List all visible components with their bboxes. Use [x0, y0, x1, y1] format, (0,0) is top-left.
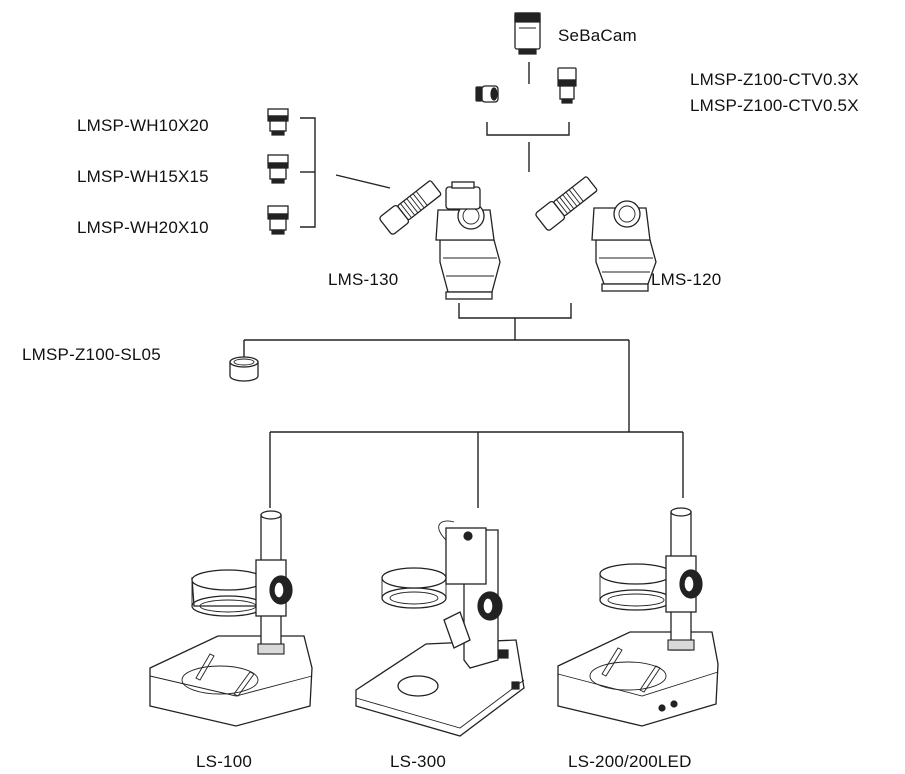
head-label-lms-120: LMS-120 — [651, 270, 722, 289]
stand-label-ls-300: LS-300 — [390, 752, 447, 771]
stand-label-ls-200: LS-200/200LED — [568, 752, 692, 771]
adapter-label-0-3x: LMSP-Z100-CTV0.3X — [690, 70, 859, 89]
adapter-illustrations — [475, 67, 577, 104]
auxiliary-lens-illustration — [229, 356, 259, 382]
ls-100-stand-illustration — [149, 510, 313, 727]
eyepiece-label-wh10x20: LMSP-WH10X20 — [77, 116, 209, 135]
camera-illustration — [514, 12, 541, 55]
ls-300-stand-illustration — [355, 520, 525, 737]
connector-lines — [243, 62, 684, 508]
eyepiece-label-wh20x10: LMSP-WH20X10 — [77, 218, 209, 237]
adapter-label-0-5x: LMSP-Z100-CTV0.5X — [690, 96, 859, 115]
camera-label: SeBaCam — [558, 26, 637, 45]
eyepiece-label-wh15x15: LMSP-WH15X15 — [77, 167, 209, 186]
auxiliary-lens-label: LMSP-Z100-SL05 — [22, 345, 161, 364]
lms-130-head-illustration — [379, 180, 501, 300]
ls-200-stand-illustration — [557, 507, 719, 727]
lms-120-head-illustration — [535, 176, 657, 292]
stand-label-ls-100: LS-100 — [196, 752, 253, 771]
head-label-lms-130: LMS-130 — [328, 270, 399, 289]
eyepiece-illustrations — [267, 108, 289, 235]
